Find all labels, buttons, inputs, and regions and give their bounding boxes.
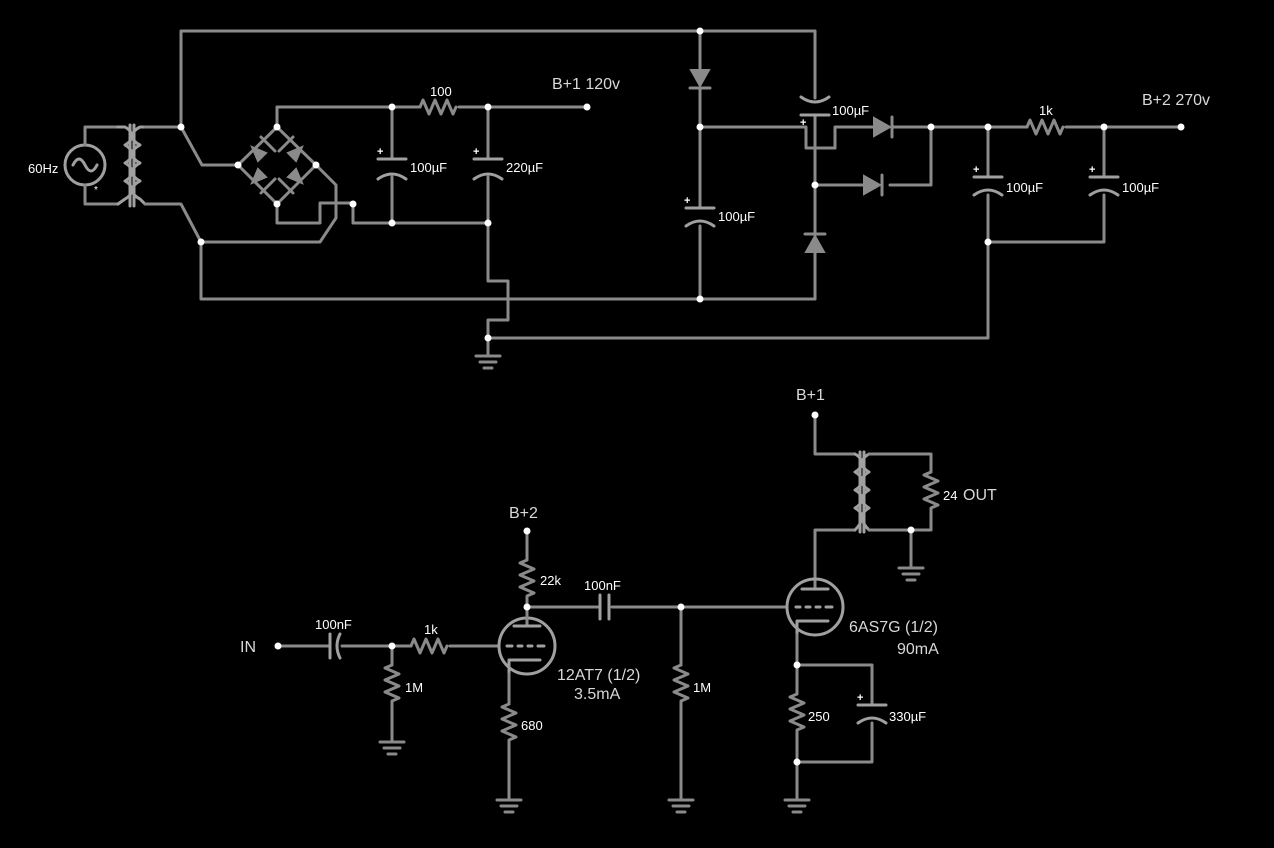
grid-resistor-1m-2-label: 1M xyxy=(693,680,711,695)
grid-resistor-1m xyxy=(383,663,401,706)
diode-top xyxy=(688,69,712,90)
grid-stopper-1k xyxy=(409,637,449,655)
input-cap-label: 100nF xyxy=(315,617,352,632)
tube-6as7g xyxy=(785,577,845,637)
ac-source xyxy=(63,125,120,206)
cap-220uf-label: 220µF xyxy=(506,160,543,175)
cathode-resistor-250-label: 250 xyxy=(808,709,830,724)
power-transformer xyxy=(116,123,147,208)
ground-icon xyxy=(667,798,695,814)
b1-supply-label: B+1 xyxy=(796,387,825,404)
coupling-cap-label: 100nF xyxy=(584,578,621,593)
grid-resistor-1m-2 xyxy=(672,663,690,706)
load-resistor-24 xyxy=(922,470,940,514)
ground-icon xyxy=(897,566,925,582)
diode-bottom xyxy=(803,232,827,253)
supply-nodes xyxy=(177,27,1185,342)
svg-text:+: + xyxy=(377,146,383,158)
cap-100uf-pump-left: + xyxy=(684,195,716,228)
output-transformer xyxy=(853,450,871,534)
tube-12at7-current: 3.5mA xyxy=(574,686,621,703)
resistor-1k-supply-label: 1k xyxy=(1039,103,1053,118)
cap-100uf-c-label: 100µF xyxy=(1006,180,1043,195)
power-supply-section: 60Hz * 100 xyxy=(28,27,1210,370)
cathode-cap-330uf-label: 330µF xyxy=(889,709,926,724)
source-phase-marker: * xyxy=(94,185,98,196)
tube-6as7g-name: 6AS7G (1/2) xyxy=(849,619,938,636)
cap-100uf-pump-top-label: 100µF xyxy=(832,103,869,118)
plate-resistor-22k xyxy=(518,558,536,599)
amplifier-section: IN 100nF 1k 1M B+2 22k xyxy=(240,387,997,814)
cap-100uf-a: + xyxy=(376,105,408,225)
ground-icon xyxy=(783,798,811,814)
cap-100uf-d-label: 100µF xyxy=(1122,180,1159,195)
ground-icon xyxy=(378,740,406,756)
amp-nodes xyxy=(274,411,915,766)
b2-output-label: B+2 270v xyxy=(1142,92,1210,109)
cap-100uf-pump-top: + xyxy=(799,95,831,129)
diode-right-top xyxy=(873,115,894,139)
load-resistor-value: 24 xyxy=(943,488,957,503)
cap-100uf-d: + xyxy=(1088,125,1120,197)
resistor-1k-supply xyxy=(1025,118,1065,136)
diode-right-mid xyxy=(863,173,884,197)
cathode-resistor-250 xyxy=(788,692,806,735)
input-cap xyxy=(328,632,342,660)
source-frequency-label: 60Hz xyxy=(28,161,58,176)
svg-text:+: + xyxy=(857,692,863,704)
svg-text:+: + xyxy=(684,195,690,207)
cathode-resistor-680-label: 680 xyxy=(521,718,543,733)
cap-100uf-a-label: 100µF xyxy=(410,160,447,175)
svg-text:+: + xyxy=(973,164,979,176)
cap-100uf-c: + xyxy=(972,125,1004,244)
output-label: OUT xyxy=(963,487,997,504)
bridge-rectifier xyxy=(236,125,318,206)
ground-icon xyxy=(495,798,523,814)
cap-220uf: + xyxy=(472,105,504,225)
tube-12at7-name: 12AT7 (1/2) xyxy=(557,667,640,684)
grid-stopper-1k-label: 1k xyxy=(424,622,438,637)
tube-12at7 xyxy=(497,605,557,676)
b1-output-label: B+1 120v xyxy=(552,76,620,93)
cathode-cap-330uf: + xyxy=(856,692,888,725)
svg-text:+: + xyxy=(1089,164,1095,176)
coupling-cap xyxy=(598,593,611,621)
grid-resistor-1m-label: 1M xyxy=(405,680,423,695)
resistor-100 xyxy=(418,98,458,116)
resistor-100-label: 100 xyxy=(430,84,452,99)
svg-text:+: + xyxy=(800,117,806,129)
input-label: IN xyxy=(240,639,256,656)
tube-6as7g-current: 90mA xyxy=(897,641,939,658)
cathode-resistor-680 xyxy=(500,702,518,744)
ground-icon xyxy=(474,343,502,370)
b2-supply-label: B+2 xyxy=(509,505,538,522)
svg-text:+: + xyxy=(473,146,479,158)
plate-resistor-22k-label: 22k xyxy=(540,573,561,588)
cap-100uf-pump-left-label: 100µF xyxy=(718,209,755,224)
